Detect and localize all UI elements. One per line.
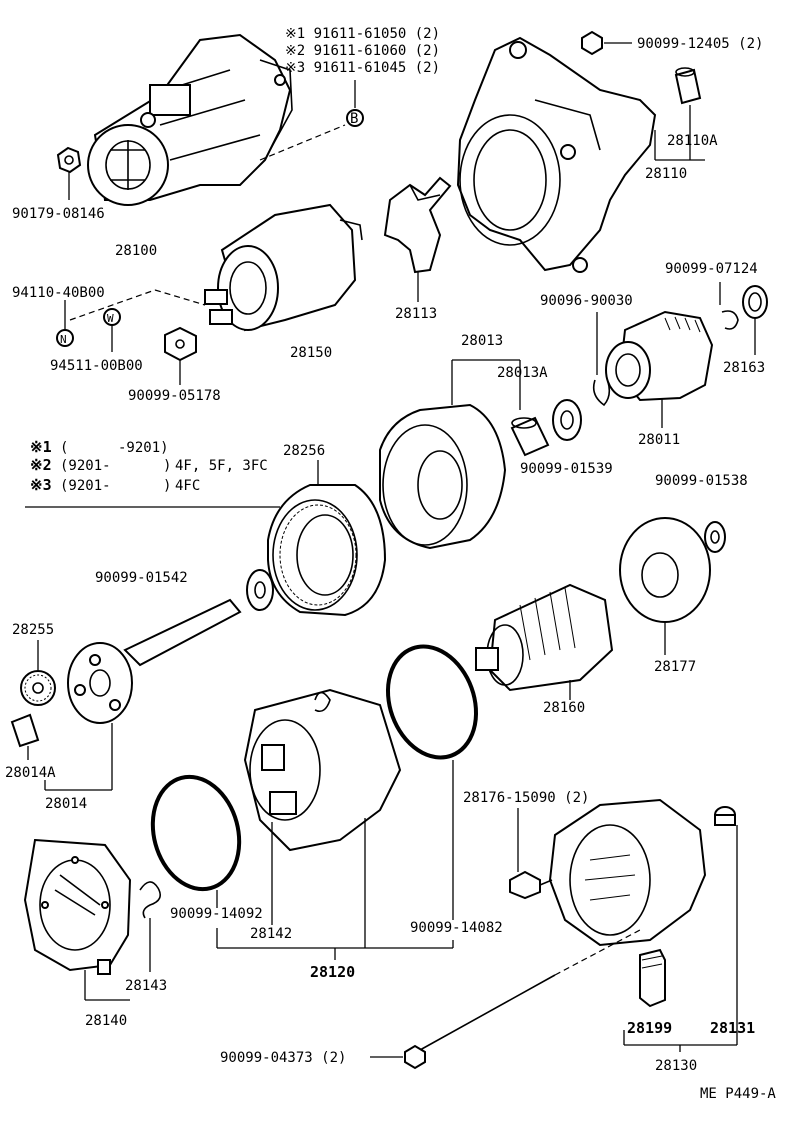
legend-mark-1: ※1 — [30, 438, 52, 456]
svg-text:W: W — [107, 312, 114, 325]
o-ring-90099-14092 — [150, 774, 242, 908]
snap-ring-90099-07124 — [719, 282, 739, 330]
end-frame-28131 — [548, 798, 707, 947]
planetary-shaft-28014 — [67, 598, 242, 790]
label-90099-05178: 90099-05178 — [128, 388, 221, 404]
variant-note-3: ※3 91611-61045 (2) — [285, 60, 440, 76]
legend-open-3: (9201- — [60, 478, 111, 494]
brush-holder-28140 — [23, 838, 132, 1001]
label-90099-01542: 90099-01542 — [95, 570, 188, 586]
label-28120: 28120 — [310, 963, 355, 981]
bushing-28013A — [510, 360, 550, 457]
screw-28176-15090 — [509, 808, 553, 900]
nut-90099-05178 — [164, 326, 197, 385]
plug-28131 — [714, 806, 738, 1045]
yoke-28120 — [243, 688, 402, 948]
washer-90099-01538 — [704, 521, 726, 553]
legend-models-2: 4F, 5F, 3FC — [175, 458, 268, 474]
label-28150: 28150 — [290, 345, 332, 361]
internal-gear-28013 — [379, 359, 520, 550]
label-90099-14082: 90099-14082 — [410, 920, 503, 936]
label-28177: 28177 — [654, 659, 696, 675]
label-90099-12405: 90099-12405 (2) — [637, 36, 763, 52]
front-housing-illustration — [456, 36, 657, 273]
legend-models-3: 4FC — [175, 478, 200, 494]
bracket-28110 — [654, 105, 705, 161]
legend-range-3: ) — [163, 478, 171, 494]
label-28163: 28163 — [723, 360, 765, 376]
legend-open-1: ( — [60, 440, 68, 456]
bolt-90099-12405 — [581, 30, 632, 56]
bushing-28110A — [674, 67, 702, 105]
label-90096-90030: 90096-90030 — [540, 293, 633, 309]
armature-28160 — [475, 583, 614, 700]
label-90099-04373: 90099-04373 (2) — [220, 1050, 346, 1066]
label-28199: 28199 — [627, 1019, 672, 1037]
washer-90099-01542 — [246, 569, 274, 611]
o-ring-90099-14082 — [385, 644, 479, 920]
label-28113: 28113 — [395, 306, 437, 322]
through-bolt-90099-04373 — [370, 929, 641, 1070]
washer-90099-01539 — [552, 399, 582, 441]
legend: ※1 ( -9201) ※2 (9201- ) 4F, 5F, 3FC ※3 (… — [30, 438, 268, 494]
label-90099-01538: 90099-01538 — [655, 473, 748, 489]
svg-text:B: B — [350, 111, 358, 127]
marker-n-w: N W — [56, 289, 206, 352]
label-28130: 28130 — [655, 1058, 697, 1074]
label-28014A: 28014A — [5, 765, 56, 781]
label-28143: 28143 — [125, 978, 167, 994]
plate-28177 — [619, 517, 711, 655]
label-28142: 28142 — [250, 926, 292, 942]
label-28131: 28131 — [710, 1019, 755, 1037]
label-28110A: 28110A — [667, 133, 718, 149]
legend-mark-3: ※3 — [30, 476, 52, 494]
variant-note-2: ※2 91611-61060 (2) — [285, 43, 440, 59]
collar-28163 — [742, 285, 768, 355]
label-28140: 28140 — [85, 1013, 127, 1029]
label-90099-01539: 90099-01539 — [520, 461, 613, 477]
bracket-28014 — [44, 780, 112, 791]
label-28014: 28014 — [45, 796, 87, 812]
bracket-28120 — [216, 928, 454, 960]
label-28160: 28160 — [543, 700, 585, 716]
nut-90179-08146 — [56, 146, 82, 200]
bushing-28014A — [10, 713, 40, 760]
label-94511-00B00: 94511-00B00 — [50, 358, 143, 374]
marker-b: B — [259, 80, 364, 161]
label-90179-08146: 90179-08146 — [12, 206, 105, 222]
legend-range-1: -9201) — [118, 440, 169, 456]
variant-note-1: ※1 91611-61050 (2) — [285, 26, 440, 42]
variant-notes: ※1 91611-61050 (2) ※2 91611-61060 (2) ※3… — [285, 26, 440, 76]
legend-open-2: (9201- — [60, 458, 111, 474]
label-28255: 28255 — [12, 622, 54, 638]
label-28256: 28256 — [283, 443, 325, 459]
part-number-labels: 90099-12405 (2) 28110A 28110 90179-08146… — [5, 36, 776, 1102]
label-28110: 28110 — [645, 166, 687, 182]
starter-assembly-illustration — [87, 33, 293, 206]
spring-28143 — [139, 881, 161, 972]
legend-mark-2: ※2 — [30, 456, 52, 474]
label-28011: 28011 — [638, 432, 680, 448]
snap-ring-90096-90030 — [592, 312, 611, 407]
svg-text:N: N — [60, 333, 67, 346]
label-28013: 28013 — [461, 333, 503, 349]
label-90099-07124: 90099-07124 — [665, 261, 758, 277]
pinion-gear-28255 — [20, 640, 56, 706]
label-28176-15090: 28176-15090 (2) — [463, 790, 589, 806]
planetary-gear-28256 — [267, 460, 387, 617]
drive-lever-28113 — [383, 176, 452, 302]
legend-range-2: ) — [163, 458, 171, 474]
label-90099-14092: 90099-14092 — [170, 906, 263, 922]
footer-code: ME P449-A — [700, 1086, 776, 1102]
label-28013A: 28013A — [497, 365, 548, 381]
clutch-assembly-28011 — [605, 310, 714, 428]
bearing-28199 — [623, 948, 666, 1045]
bracket-28130 — [624, 1044, 737, 1052]
label-28100: 28100 — [115, 243, 157, 259]
magnetic-switch-28150 — [204, 203, 363, 332]
label-94110-40B00: 94110-40B00 — [12, 285, 105, 301]
